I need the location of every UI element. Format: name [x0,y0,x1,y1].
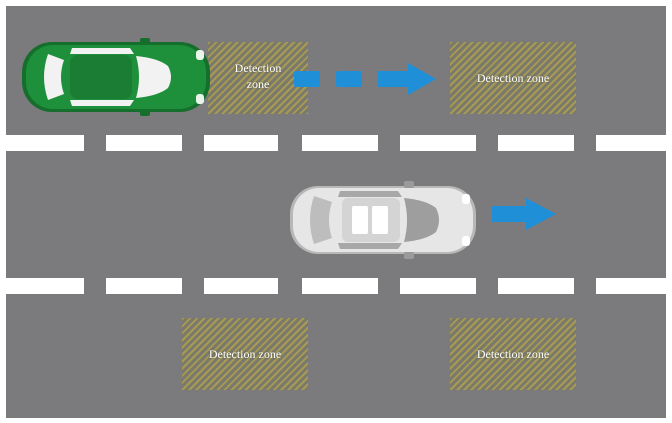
dashed-arrow-icon [290,62,440,96]
road: Detection zone Detection zone Detection z… [6,6,666,418]
zone-label-line1: Detection [235,61,282,75]
zone-label-line2: zone [247,77,270,91]
detection-zone-top-right: Detection zone [450,42,576,114]
zone-label: Detection zone [209,346,281,362]
arrow-right-icon [490,196,560,232]
detection-zone-bottom-left: Detection zone [182,318,308,390]
zone-label: Detection zone [477,346,549,362]
detection-zone-bottom-right: Detection zone [450,318,576,390]
zone-label: Detection zone [477,70,549,86]
green-car-icon [18,36,214,118]
white-car-icon [286,178,482,262]
